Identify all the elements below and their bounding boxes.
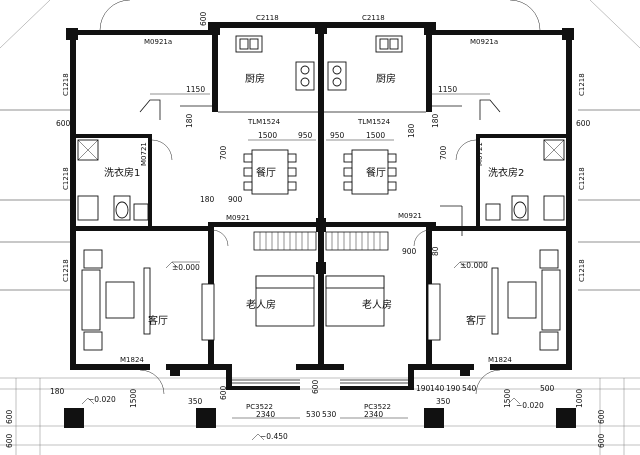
dim-180-b: 180 bbox=[431, 113, 440, 128]
dim-950-left: 950 bbox=[298, 131, 313, 140]
living-sofas bbox=[81, 249, 561, 351]
dim-1500-left: 1500 bbox=[258, 131, 277, 140]
dim-500: 500 bbox=[540, 384, 555, 393]
room-living-right: 客厅 bbox=[466, 314, 486, 327]
dim-900-right: 900 bbox=[402, 247, 417, 256]
tag-window-kitchen-right: C2118 bbox=[362, 14, 385, 22]
room-labels: 厨房 厨房 餐厅 餐厅 洗衣房1 洗衣房2 客厅 客厅 老人房 老人房 bbox=[104, 72, 524, 327]
room-laundry-left: 洗衣房1 bbox=[104, 166, 140, 179]
level-living-left: ±0.000 bbox=[172, 263, 200, 272]
tag-c1218-c: C1218 bbox=[62, 259, 70, 282]
tag-pc3522-right: PC3522 bbox=[364, 403, 391, 411]
room-kitchen-right: 厨房 bbox=[376, 72, 396, 85]
tag-c1218-b: C1218 bbox=[62, 167, 70, 190]
tag-c1218-a: C1218 bbox=[62, 73, 70, 96]
room-kitchen-left: 厨房 bbox=[245, 72, 265, 85]
room-elder-right: 老人房 bbox=[362, 298, 392, 311]
room-laundry-right: 洗衣房2 bbox=[488, 166, 524, 179]
walls bbox=[64, 22, 576, 428]
kitchen-fixtures bbox=[235, 35, 403, 91]
stair-treads bbox=[253, 231, 389, 251]
room-living-left: 客厅 bbox=[148, 314, 168, 327]
dim-1500-right: 1500 bbox=[366, 131, 385, 140]
tag-c1218-f: C1218 bbox=[578, 259, 586, 282]
dim-530-right: 530 bbox=[322, 410, 337, 419]
dim-190-b: 190 bbox=[446, 384, 461, 393]
dim-2340-right: 2340 bbox=[364, 410, 383, 419]
dim-540: 540 bbox=[462, 384, 477, 393]
dim-700-right: 700 bbox=[439, 145, 448, 160]
dim-600-e: 600 bbox=[597, 409, 606, 424]
tag-tlm-left: TLM1524 bbox=[247, 118, 281, 126]
level-outdoor-right: −0.020 bbox=[516, 401, 544, 410]
dim-600-right: 600 bbox=[576, 119, 591, 128]
dim-1500-v-right: 1500 bbox=[503, 389, 512, 408]
dining-tables bbox=[243, 149, 397, 195]
dim-600-d: 600 bbox=[5, 433, 14, 448]
dimension-labels: 1150 1150 1500 1500 950 950 600 600 600 … bbox=[5, 11, 606, 448]
level-markers: ±0.000 ±0.000 −0.020 −0.020 −0.450 bbox=[81, 261, 544, 441]
dim-700-left: 700 bbox=[219, 145, 228, 160]
dim-1500-v-left: 1500 bbox=[129, 389, 138, 408]
tag-c1218-d: C1218 bbox=[578, 73, 586, 96]
level-ground: −0.450 bbox=[260, 432, 288, 441]
tag-window-kitchen-left: C2118 bbox=[256, 14, 279, 22]
tag-door-m0921a-left: M0921a bbox=[144, 38, 172, 46]
dim-180-c: 180 bbox=[200, 195, 215, 204]
tag-pc3522-left: PC3522 bbox=[246, 403, 273, 411]
dim-1000: 1000 bbox=[575, 389, 584, 408]
dim-350-right: 350 bbox=[436, 397, 451, 406]
tag-m0721-left: M0721 bbox=[140, 142, 148, 166]
level-living-right: ±0.000 bbox=[460, 261, 488, 270]
opening-tags: C2118 C2118 M0921a M0921a TLM1524 TLM152… bbox=[62, 14, 586, 411]
window-lines bbox=[72, 0, 570, 395]
dim-1150-right: 1150 bbox=[438, 85, 457, 94]
dim-600-f: 600 bbox=[597, 433, 606, 448]
level-outdoor-left: −0.020 bbox=[88, 395, 116, 404]
dim-600-bottom-right: 600 bbox=[311, 379, 320, 394]
dim-350-left: 350 bbox=[188, 397, 203, 406]
dim-190-a: 190 bbox=[416, 384, 431, 393]
room-elder-left: 老人房 bbox=[246, 298, 276, 311]
tag-door-m0921a-right: M0921a bbox=[470, 38, 498, 46]
tag-m0721-right: M0721 bbox=[476, 142, 484, 166]
dim-80: 80 bbox=[431, 246, 440, 256]
room-dining-right: 餐厅 bbox=[366, 166, 386, 179]
dim-600-bottom-left: 600 bbox=[219, 385, 228, 400]
dim-180-d: 180 bbox=[407, 123, 416, 138]
dim-600-c: 600 bbox=[5, 409, 14, 424]
tag-m1824-left: M1824 bbox=[120, 356, 144, 364]
dim-2340-left: 2340 bbox=[256, 410, 275, 419]
dim-180-bottom-left: 180 bbox=[50, 387, 65, 396]
tag-c1218-e: C1218 bbox=[578, 167, 586, 190]
dim-950-right: 950 bbox=[330, 131, 345, 140]
dim-140: 140 bbox=[430, 384, 445, 393]
dim-600-top: 600 bbox=[199, 11, 208, 26]
dimension-lines bbox=[150, 93, 490, 419]
tag-m0921-right: M0921 bbox=[398, 212, 422, 220]
dim-530-left: 530 bbox=[306, 410, 321, 419]
room-dining-left: 餐厅 bbox=[256, 166, 276, 179]
dim-600-left: 600 bbox=[56, 119, 71, 128]
dim-180-a: 180 bbox=[185, 113, 194, 128]
tag-m1824-right: M1824 bbox=[488, 356, 512, 364]
dim-1150-left: 1150 bbox=[186, 85, 205, 94]
dim-900-left: 900 bbox=[228, 195, 243, 204]
tag-m0921-left: M0921 bbox=[226, 214, 250, 222]
laundry-fixtures bbox=[77, 139, 565, 221]
tag-tlm-right: TLM1524 bbox=[357, 118, 391, 126]
elder-beds bbox=[201, 275, 441, 341]
